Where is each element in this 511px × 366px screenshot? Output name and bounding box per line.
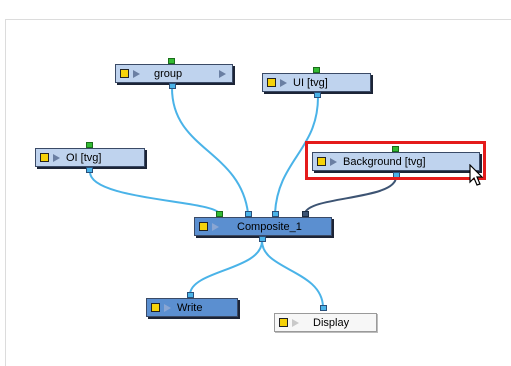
node-ui[interactable]: UI [tvg] xyxy=(262,73,371,92)
oi-output-port[interactable] xyxy=(86,167,93,173)
enable-toggle-icon[interactable] xyxy=(40,153,49,162)
node-label: group xyxy=(154,67,183,80)
play-arrow-icon xyxy=(280,78,287,87)
wire-ui-composite xyxy=(274,96,319,214)
node-label: OI [tvg] xyxy=(66,151,102,164)
selection-highlight xyxy=(305,141,486,180)
group-output-port[interactable] xyxy=(169,83,176,89)
ui-input-port[interactable] xyxy=(313,67,320,73)
enable-toggle-icon[interactable] xyxy=(267,78,276,87)
play-arrow-icon xyxy=(330,157,337,166)
composite-output-port[interactable] xyxy=(259,236,266,242)
node-label: UI [tvg] xyxy=(293,76,328,89)
play-arrow-icon xyxy=(292,318,299,327)
node-group[interactable]: group xyxy=(115,64,233,83)
wire-background-composite xyxy=(304,176,397,214)
enable-toggle-icon[interactable] xyxy=(199,222,208,231)
node-oi[interactable]: OI [tvg] xyxy=(35,148,145,167)
wire-group-composite xyxy=(171,87,249,214)
oi-input-port[interactable] xyxy=(86,142,93,148)
wire-oi-composite xyxy=(89,171,220,214)
node-display[interactable]: Display xyxy=(274,313,377,332)
wire-composite-display xyxy=(261,240,324,308)
background-input-port[interactable] xyxy=(392,146,399,152)
composite-input-port-4[interactable] xyxy=(302,211,309,217)
mouse-cursor-icon xyxy=(469,164,484,186)
enable-toggle-icon[interactable] xyxy=(151,303,160,312)
enable-toggle-icon[interactable] xyxy=(317,157,326,166)
composite-input-port-2[interactable] xyxy=(245,211,252,217)
group-input-port[interactable] xyxy=(168,58,175,64)
enable-toggle-icon[interactable] xyxy=(279,318,288,327)
enable-toggle-icon[interactable] xyxy=(120,69,129,78)
node-label: Background [tvg] xyxy=(343,155,426,168)
node-composite[interactable]: Composite_1 xyxy=(194,217,332,236)
play-arrow-icon xyxy=(164,303,171,312)
node-label: Write xyxy=(177,301,203,314)
node-label: Composite_1 xyxy=(237,220,302,233)
play-arrow-icon xyxy=(133,69,140,78)
node-label: Display xyxy=(313,316,350,329)
node-write[interactable]: Write xyxy=(146,298,238,317)
node-view-canvas[interactable] xyxy=(5,19,511,366)
play-arrow-icon xyxy=(212,222,219,231)
ui-output-port[interactable] xyxy=(314,92,321,98)
composite-input-port-1[interactable] xyxy=(216,211,223,217)
display-input-port[interactable] xyxy=(320,305,327,311)
group-expand-icon[interactable] xyxy=(219,69,226,78)
play-arrow-icon xyxy=(53,153,60,162)
wire-composite-write xyxy=(189,240,263,295)
composite-input-port-3[interactable] xyxy=(272,211,279,217)
write-input-port[interactable] xyxy=(187,292,194,298)
node-background[interactable]: Background [tvg] xyxy=(312,152,480,171)
